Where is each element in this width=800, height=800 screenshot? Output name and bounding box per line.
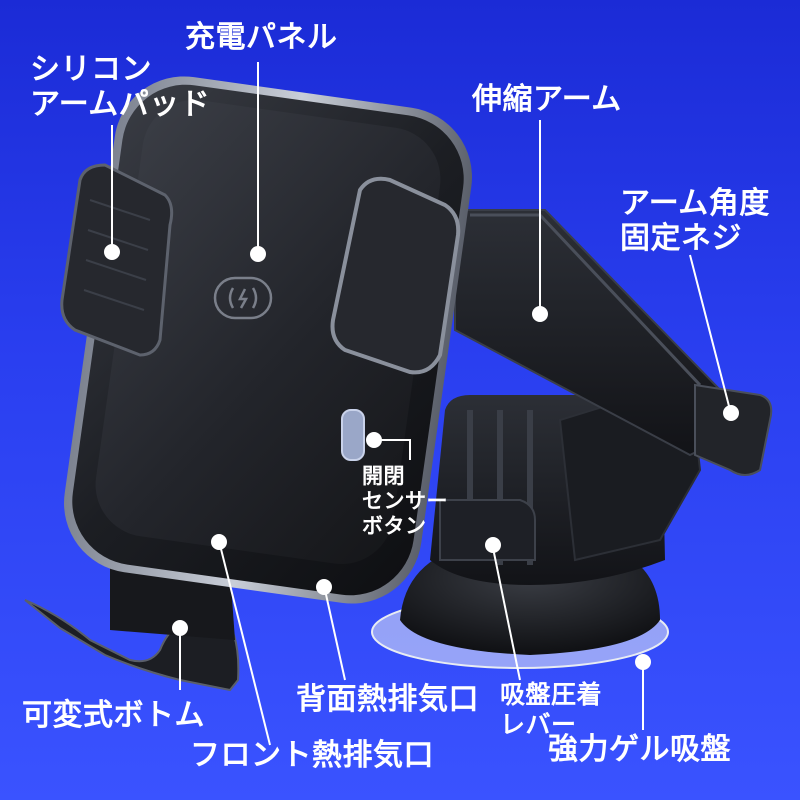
label-telescopic-arm: 伸縮アーム [472,82,622,117]
right-arm-pad-shape [330,176,461,375]
wireless-logo-shape [213,276,273,320]
lever-shape [439,499,536,561]
label-line: ボタン [362,514,427,539]
label-silicone-arm-pad: シリコン アームパッド [30,52,210,123]
label-suction-lever: 吸盤圧着 レバー [500,680,602,740]
label-line: シリコン [30,52,152,87]
leader-lines [104,62,739,746]
label-front-vent: フロント熱排気口 [190,738,434,773]
arm-knob-shape [694,383,773,476]
label-line: 開閉 [362,464,405,488]
sensor-button-shape [341,409,365,461]
label-line: アーム角度 [620,186,770,221]
label-arm-angle-screw: アーム角度 固定ネジ [620,186,770,257]
label-line: 吸盤圧着 [500,680,603,709]
label-variable-bottom: 可変式ボトム [22,698,205,733]
label-suction-cup: 強力ゲル吸盤 [548,732,731,767]
label-charging-panel: 充電パネル [185,20,338,55]
label-line: 固定ネジ [620,221,742,257]
label-line: センサー [362,489,448,514]
left-arm-pad-shape [60,163,174,357]
label-line: アームパッド [30,87,211,123]
label-back-vent: 背面熱排気口 [296,682,479,717]
label-sensor-button: 開閉 センサー ボタン [362,464,448,540]
label-line: レバー [500,710,577,739]
